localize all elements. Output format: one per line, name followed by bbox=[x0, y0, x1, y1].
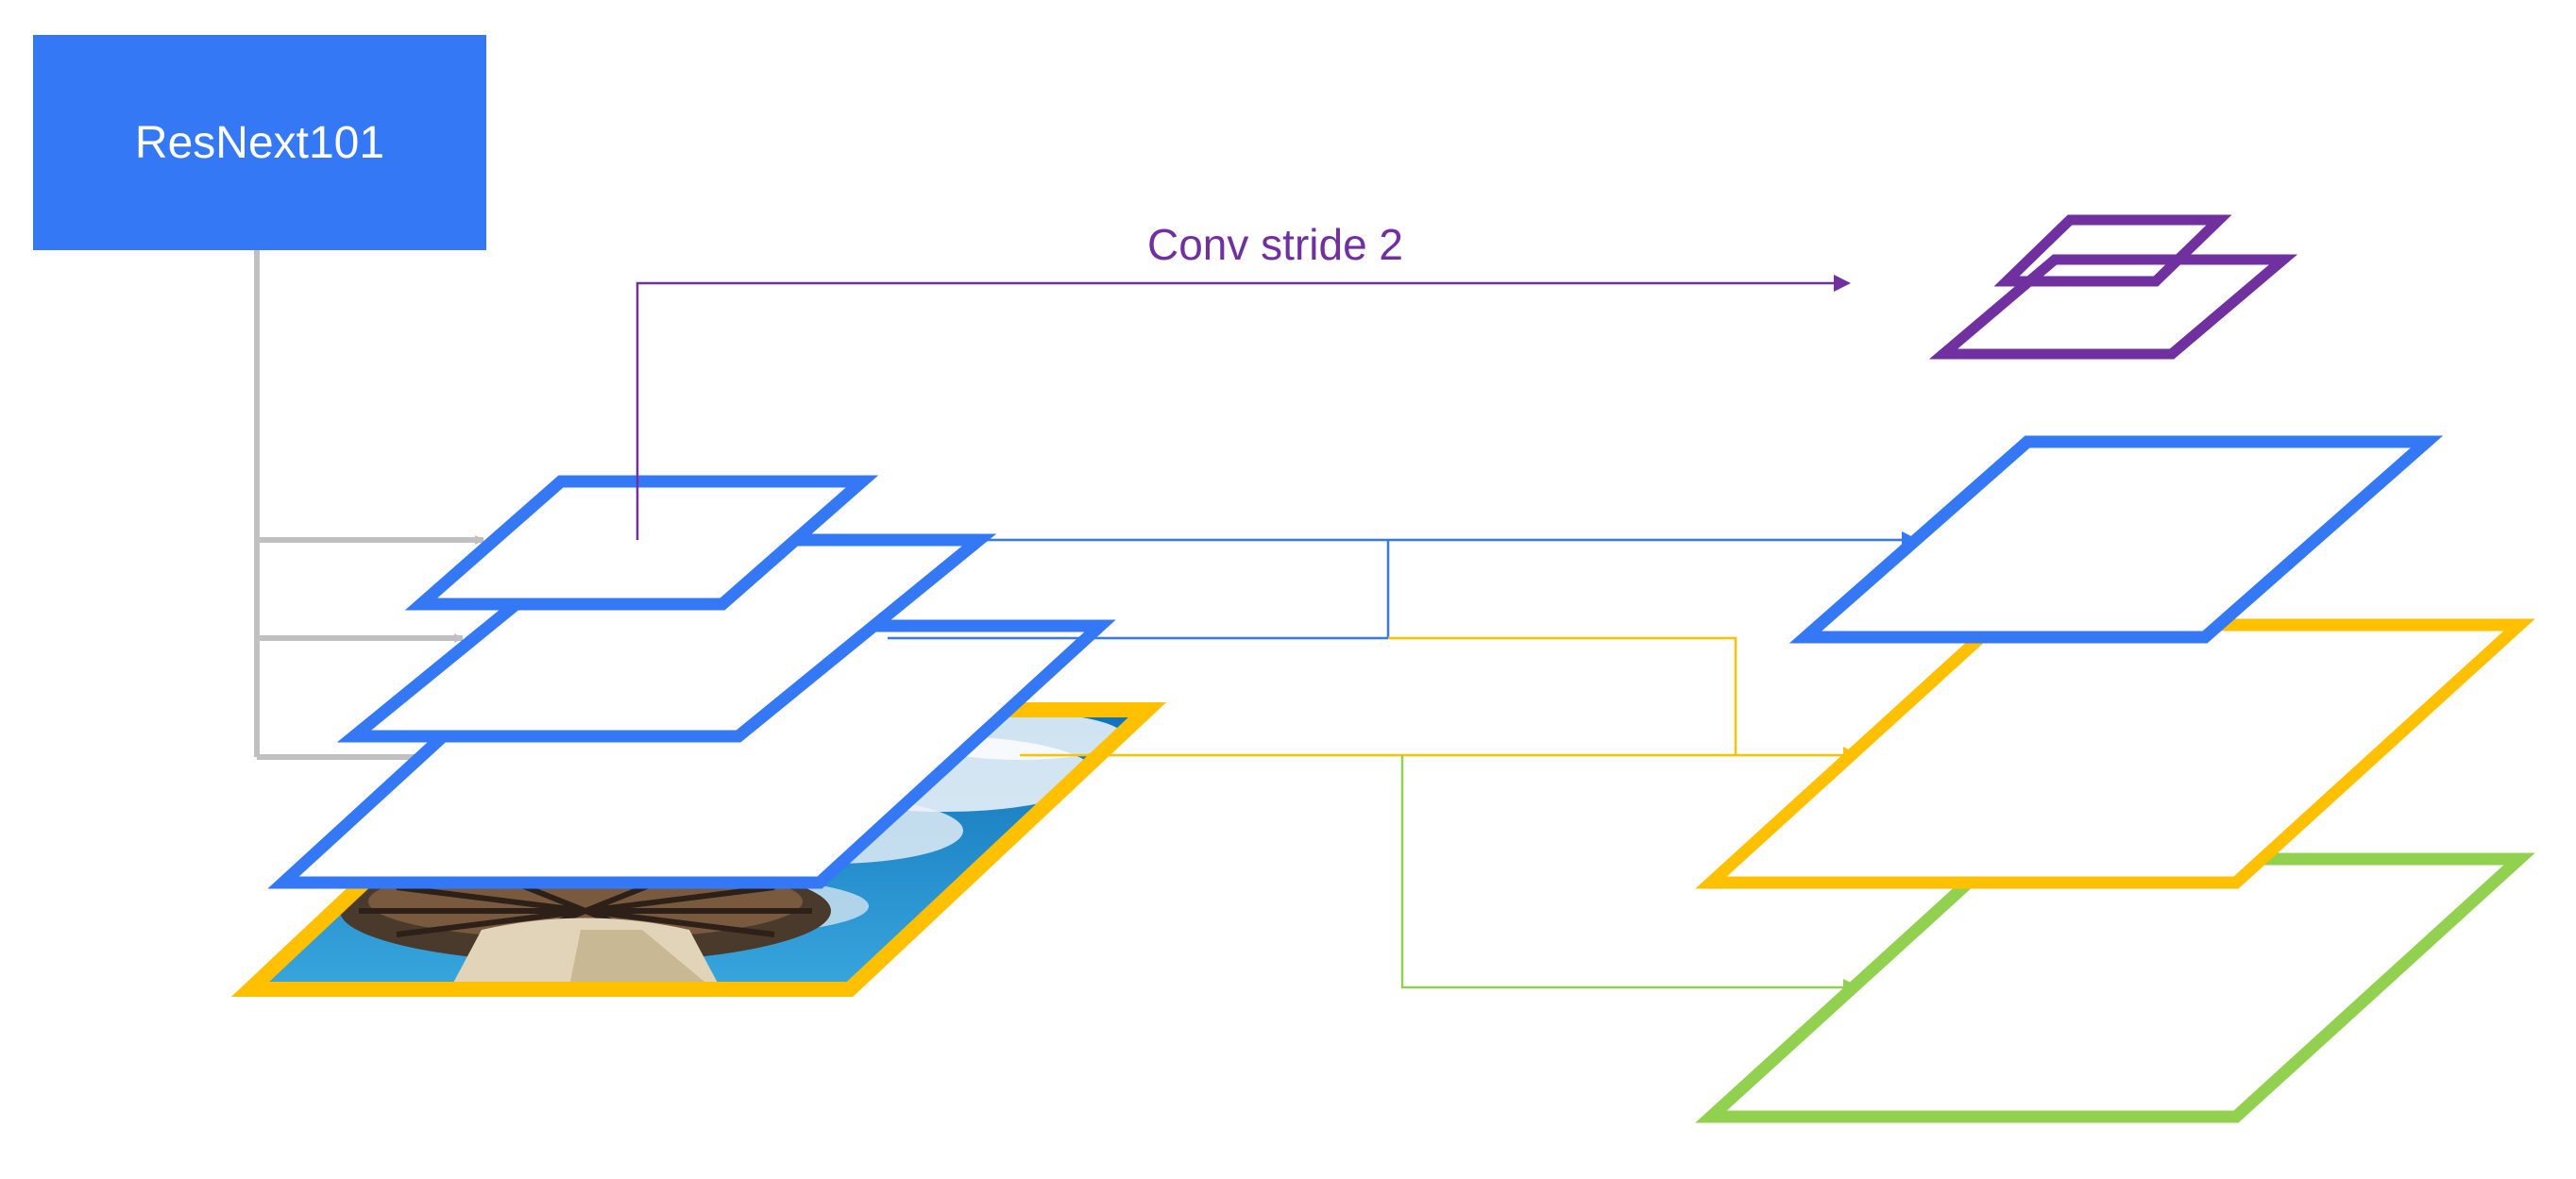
purple-connector bbox=[636, 275, 1851, 540]
backbone-label: ResNext101 bbox=[134, 117, 385, 168]
yellow-branch bbox=[1388, 636, 1737, 755]
output-map-yellow bbox=[1695, 618, 2535, 889]
conv-stride-label: Conv stride 2 bbox=[1147, 220, 1404, 269]
lateral-connections bbox=[636, 275, 1919, 996]
backbone-block: ResNext101 bbox=[33, 35, 486, 250]
output-map-blue bbox=[1788, 435, 2444, 644]
green-connector bbox=[1400, 755, 1860, 996]
output-map-purple-overlap bbox=[1929, 254, 2297, 360]
backbone-connectors bbox=[254, 250, 484, 762]
left-feature-map-small bbox=[404, 475, 879, 611]
